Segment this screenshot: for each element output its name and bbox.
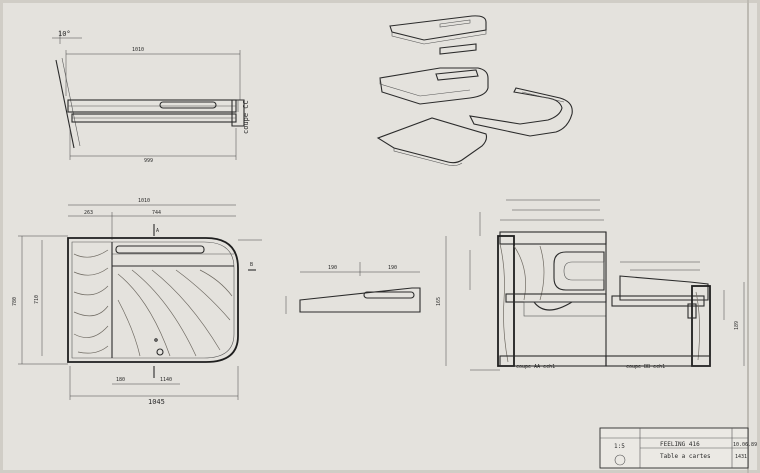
iso-rail-groove — [521, 91, 565, 103]
dim-text-vert-780: 780 — [12, 297, 18, 306]
aa-grain-1 — [513, 245, 526, 301]
title-subtitle: Table a cartes — [660, 453, 711, 460]
dim-text-plan-744: 744 — [152, 210, 161, 216]
plan-hinge-point — [154, 338, 158, 342]
small-section-view: 190 190 — [285, 262, 421, 314]
plan-finger-hole — [156, 348, 164, 356]
title-number: 1431 — [735, 454, 747, 460]
dim-text-plan-1140: 1140 — [160, 377, 172, 383]
slanted-leg-outer — [55, 59, 75, 149]
dim-text-plan-1045: 1045 — [148, 398, 165, 406]
iso-bottom-plate — [376, 117, 488, 164]
iso-top-panel-thickness — [391, 30, 487, 45]
dim-text-sec-190b: 190 — [388, 265, 397, 271]
plan-wood-grain — [73, 249, 233, 357]
bb-shelf — [611, 295, 705, 307]
iso-middle-tray-slot — [435, 69, 479, 81]
iso-top-slot — [439, 19, 471, 28]
dim-text-sec-189: 189 — [734, 321, 740, 330]
bb-small-block — [687, 303, 697, 319]
plan-pen-groove — [115, 245, 205, 254]
small-section-body — [299, 287, 421, 313]
dim-text-plan-710: 710 — [34, 295, 40, 304]
iso-middle-tray — [379, 67, 489, 105]
aa-left-leg-grain — [499, 243, 509, 363]
plan-table-inner-edge — [71, 241, 235, 359]
company-logo — [614, 454, 626, 466]
dim-text-plan-180: 180 — [116, 377, 125, 383]
label-coupe-bb: coupe BB ech1 — [626, 364, 665, 370]
angle-dimension: 10° — [58, 30, 71, 38]
iso-top-panel — [389, 15, 487, 41]
section-label-b: B — [250, 262, 253, 268]
small-section-groove — [363, 291, 415, 299]
section-label-a-top: A — [156, 228, 159, 234]
pen-groove-cc — [159, 101, 217, 109]
iso-right-curved-rail — [469, 87, 573, 137]
dim-text-plan-263: 263 — [84, 210, 93, 216]
title-date: 10.06.89 — [733, 442, 757, 448]
exploded-isometric-view — [376, 15, 573, 166]
title-block: 1:5 FEELING 416 Table a cartes 10.06.89 … — [599, 427, 757, 469]
dim-text-sec-165: 165 — [436, 297, 442, 306]
section-view-cc: 10° 1010 coupe CC 999 — [52, 30, 250, 164]
dim-text-999: 999 — [144, 158, 153, 164]
iso-bottom-plate-thickness — [393, 148, 463, 166]
title-scale: 1:5 — [614, 443, 625, 450]
label-coupe-cc: coupe CC — [242, 100, 250, 134]
dim-text-plan-1010: 1010 — [138, 198, 150, 204]
dim-text-sec-190a: 190 — [328, 265, 337, 271]
slanted-leg-inner — [61, 57, 81, 147]
aa-grain-2 — [539, 245, 545, 301]
plan-view: 1010 263 744 780 710 — [12, 198, 262, 406]
right-edge-block — [231, 99, 245, 127]
title-product: FEELING 416 — [660, 441, 700, 448]
bb-leg-grain — [695, 291, 700, 361]
bb-bottom-board — [605, 355, 711, 367]
section-view-bb: coupe BB ech1 189 — [605, 261, 745, 370]
iso-middle-tray-edge — [379, 78, 471, 97]
aa-shelf-curve — [533, 301, 573, 311]
iso-small-bar — [439, 43, 477, 55]
dim-text-1010-top: 1010 — [132, 47, 144, 53]
aa-curved-slot-inner — [563, 261, 605, 281]
plan-table-outline — [67, 237, 239, 363]
aa-curved-slot — [553, 251, 605, 291]
label-coupe-aa: coupe AA ech1 — [516, 364, 555, 370]
